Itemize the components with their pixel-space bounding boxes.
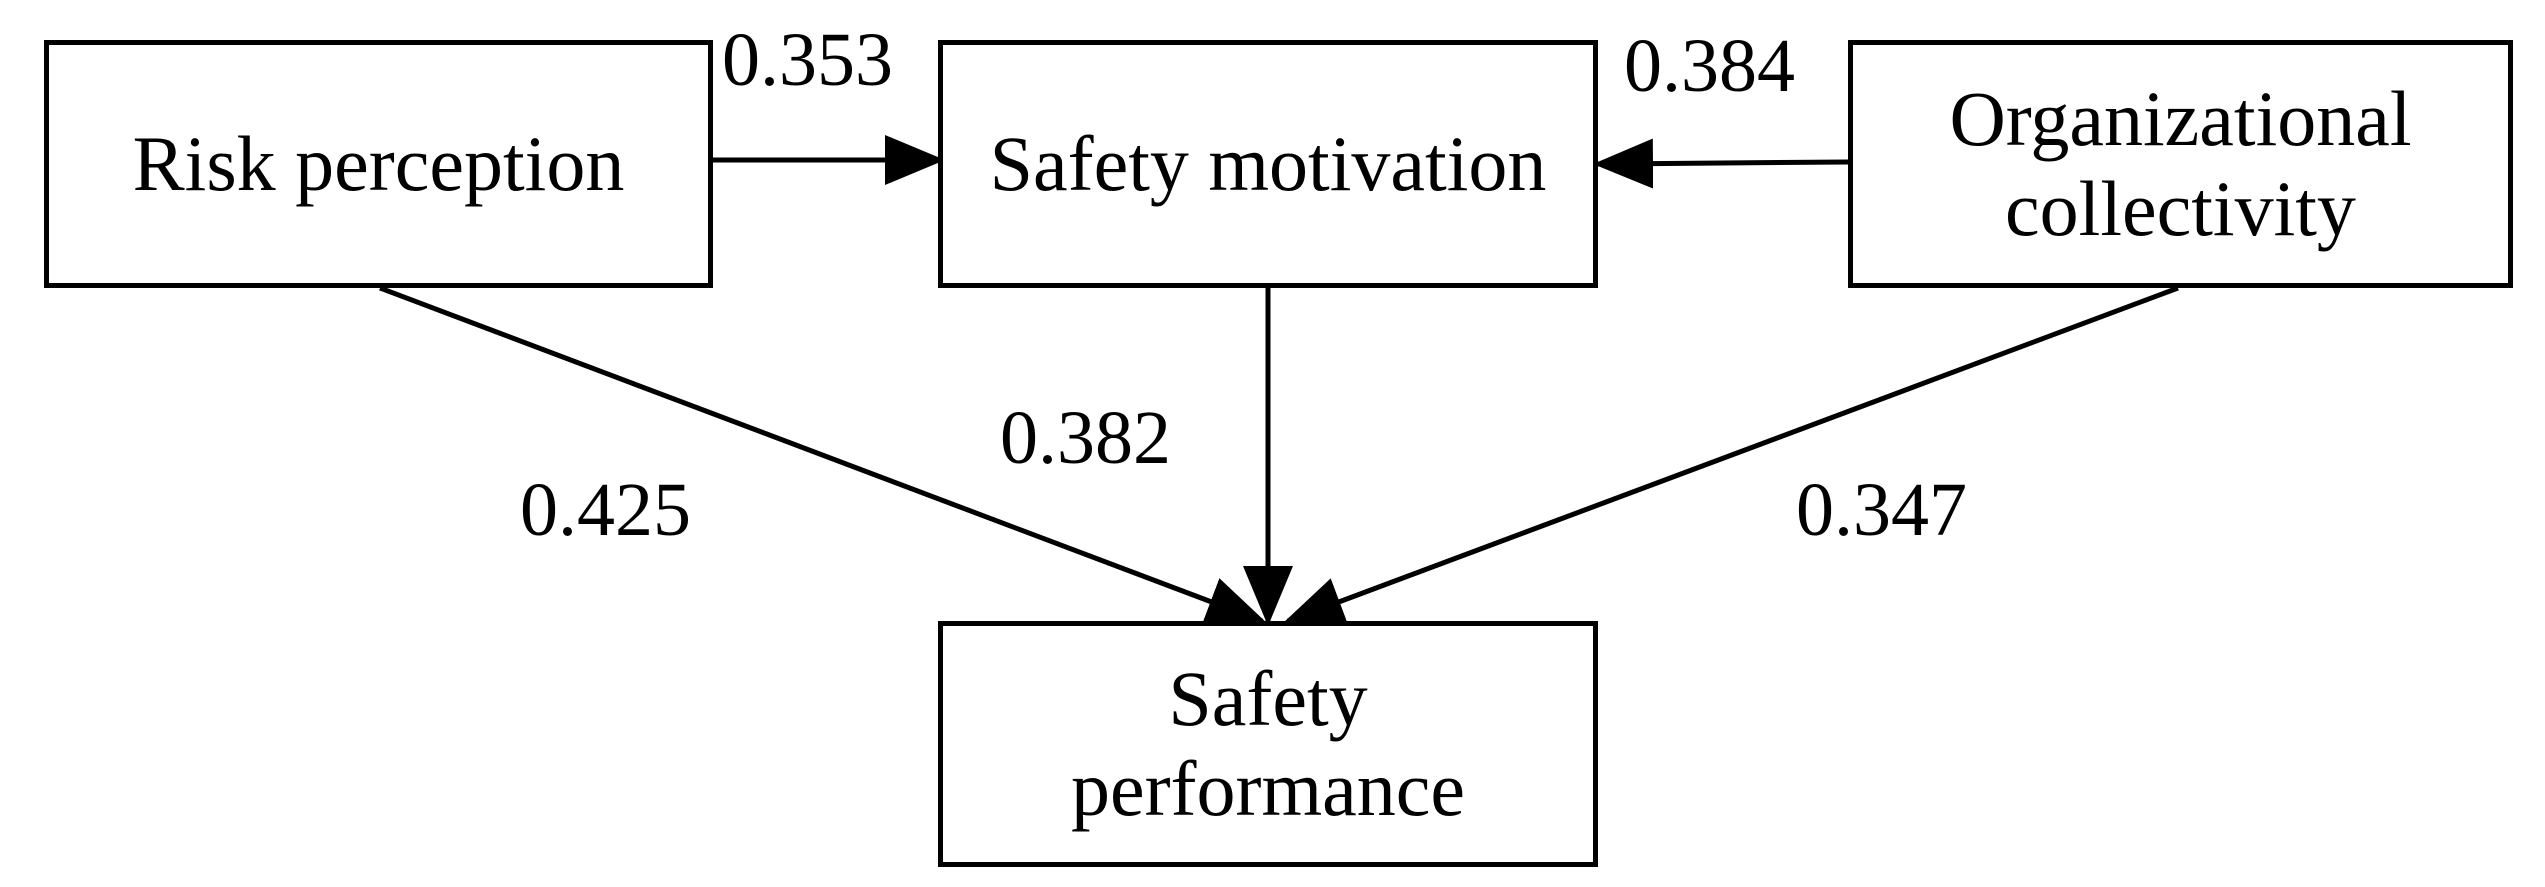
node-organizational-collectivity: Organizational collectivity: [1848, 40, 2513, 288]
node-safety-motivation: Safety motivation: [938, 40, 1598, 288]
node-label-safety-performance: Safety performance: [1070, 655, 1466, 832]
edge-label-organizational-to-motivation: 0.384: [1624, 24, 1795, 108]
edge-risk-to-performance: [379, 285, 1267, 625]
edge-label-risk-to-performance: 0.425: [520, 468, 691, 552]
node-label-risk-perception: Risk perception: [132, 120, 625, 207]
node-label-organizational-collectivity: Organizational collectivity: [1949, 75, 2412, 252]
edge-label-motivation-to-performance: 0.382: [1000, 396, 1171, 480]
node-label-safety-motivation: Safety motivation: [989, 120, 1547, 207]
edge-label-organizational-to-performance: 0.347: [1796, 468, 1967, 552]
node-risk-perception: Risk perception: [44, 40, 713, 288]
node-safety-performance: Safety performance: [938, 621, 1598, 867]
edge-organizational-to-motivation: [1593, 138, 1849, 189]
edge-organizational-to-performance: [1283, 285, 2179, 626]
edge-label-risk-to-motivation: 0.353: [722, 18, 893, 102]
